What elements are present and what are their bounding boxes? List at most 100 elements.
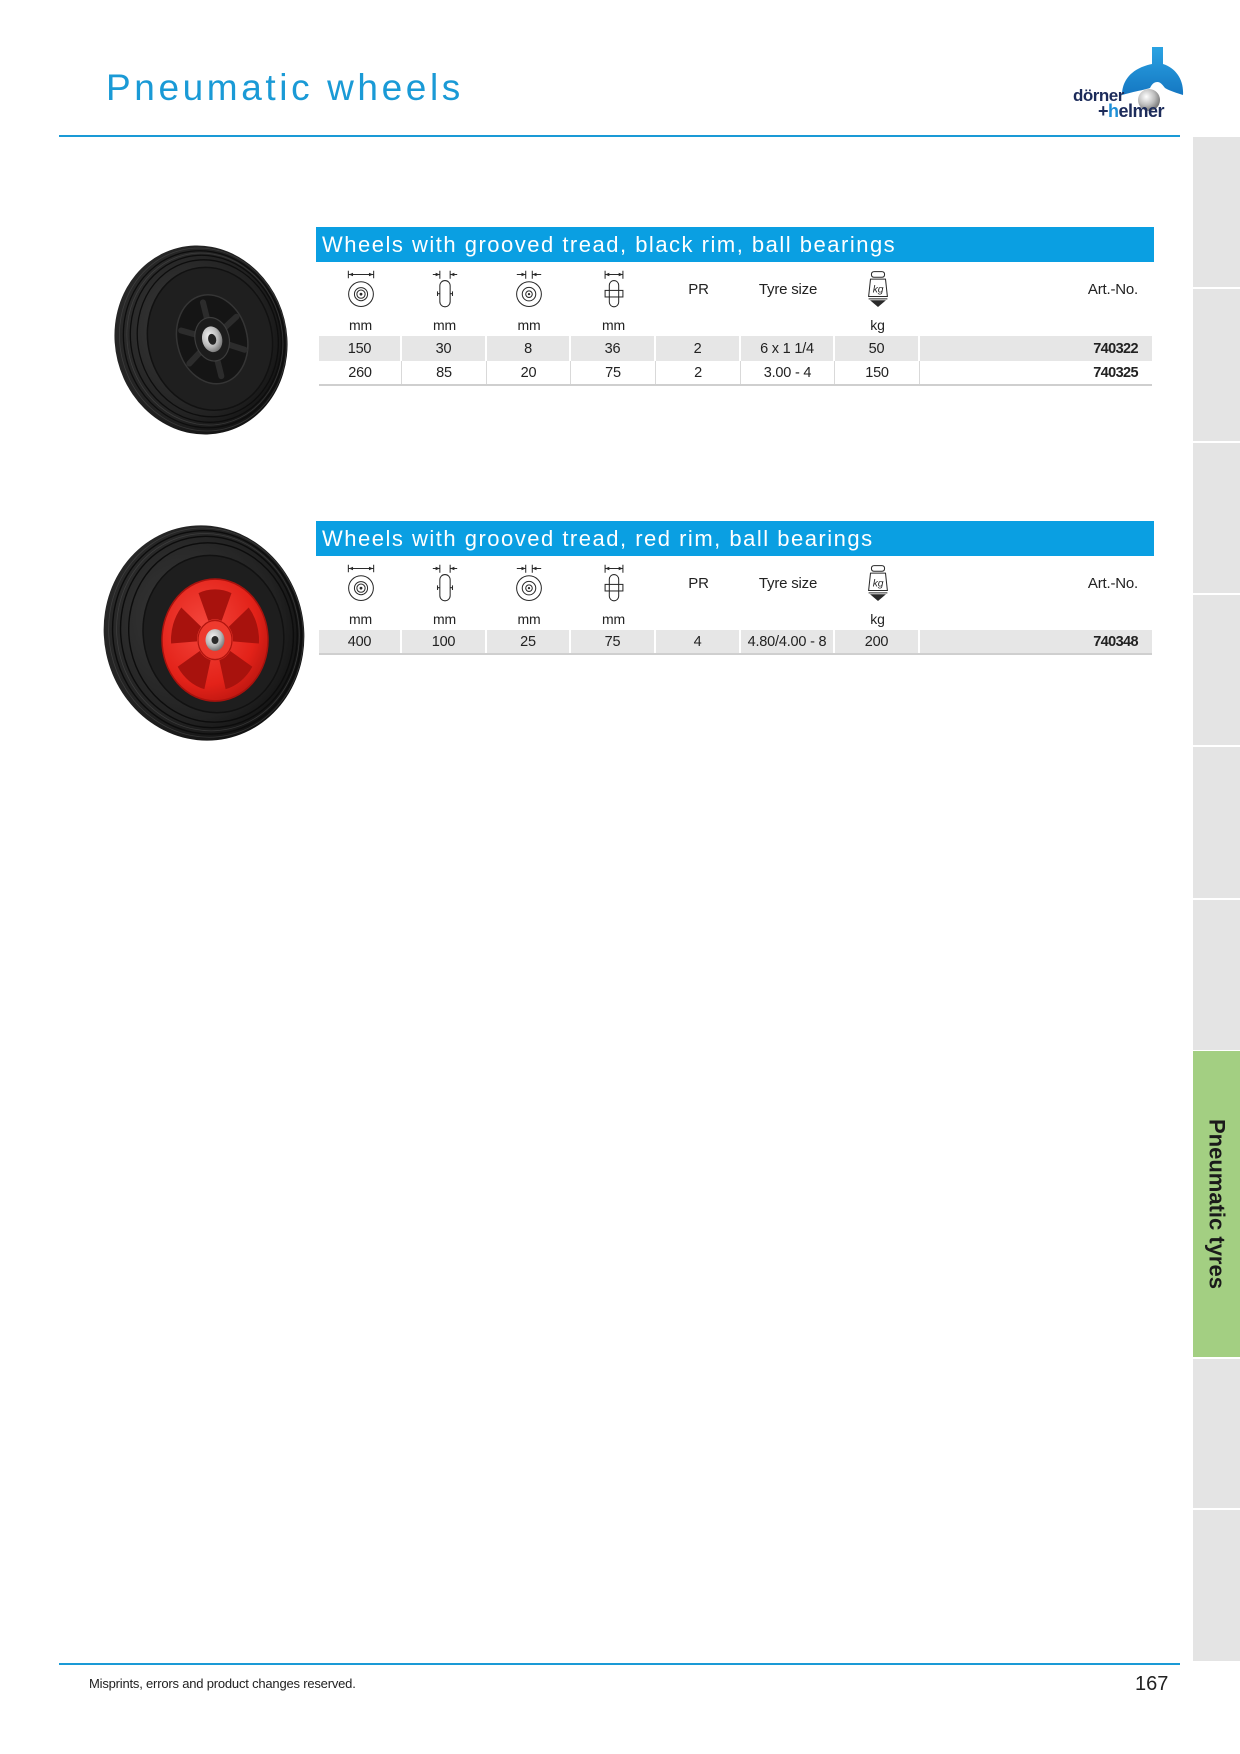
header-divider bbox=[59, 135, 1180, 137]
footer-divider bbox=[59, 1663, 1180, 1665]
unit-label: kg bbox=[870, 317, 885, 333]
wheel-width-icon bbox=[430, 270, 460, 308]
wheel-diameter-icon bbox=[346, 564, 376, 602]
table-header-row: PR Tyre size kg Art.-No. bbox=[319, 264, 1152, 314]
page-title: Pneumatic wheels bbox=[106, 67, 464, 108]
cell-tyre-size: 6 x 1 1/4 bbox=[741, 336, 835, 361]
logo-mark-icon bbox=[1122, 47, 1184, 111]
col-header-hub-length bbox=[571, 558, 656, 608]
logo-text-rest: elmer bbox=[1118, 101, 1165, 121]
table-row: 150 30 8 36 2 6 x 1 1/4 50 740322 bbox=[319, 336, 1152, 361]
cell-wheel-width: 85 bbox=[402, 361, 487, 384]
index-tab bbox=[1193, 900, 1240, 1050]
black-rim-wheel-image bbox=[114, 245, 288, 435]
col-header-bore-diameter bbox=[487, 558, 571, 608]
brand-logo: dörner +helmer bbox=[1070, 44, 1188, 126]
unit-empty bbox=[656, 608, 741, 630]
index-tab bbox=[1193, 443, 1240, 593]
cell-tyre-size: 4.80/4.00 - 8 bbox=[741, 630, 835, 653]
col-header-wheel-width bbox=[402, 558, 487, 608]
col-header-load-capacity: kg bbox=[835, 558, 920, 608]
cell-bore-diameter: 8 bbox=[487, 336, 571, 361]
col-header-wheel-diameter bbox=[319, 558, 402, 608]
col-header-article-number: Art.-No. bbox=[1087, 280, 1138, 298]
unit-label: mm bbox=[517, 317, 541, 333]
hub-length-icon bbox=[599, 564, 629, 602]
unit-empty bbox=[920, 314, 1152, 336]
spec-table-black-rim: PR Tyre size kg Art.-No. mm mm mm mm kg … bbox=[319, 264, 1152, 386]
table-row: 260 85 20 75 2 3.00 - 4 150 740325 bbox=[319, 361, 1152, 386]
cell-hub-length: 36 bbox=[571, 336, 656, 361]
index-tab bbox=[1193, 289, 1240, 441]
unit-empty bbox=[920, 608, 1152, 630]
section-title: Wheels with grooved tread, red rim, ball… bbox=[322, 526, 874, 551]
table-header-row: PR Tyre size kg Art.-No. bbox=[319, 558, 1152, 608]
cell-hub-length: 75 bbox=[571, 361, 656, 384]
cell-bore-diameter: 20 bbox=[487, 361, 571, 384]
spec-table-red-rim: PR Tyre size kg Art.-No. mm mm mm mm kg … bbox=[319, 558, 1152, 655]
load-weight-icon: kg bbox=[867, 271, 888, 308]
unit-label: mm bbox=[517, 611, 541, 627]
unit-label: kg bbox=[870, 611, 885, 627]
unit-label: mm bbox=[602, 317, 625, 333]
cell-wheel-diameter: 400 bbox=[319, 630, 402, 653]
index-tab bbox=[1193, 747, 1240, 898]
cell-wheel-diameter: 260 bbox=[319, 361, 402, 384]
unit-empty bbox=[656, 314, 741, 336]
cell-ply-rating: 2 bbox=[656, 361, 741, 384]
col-header-article-number: Art.-No. bbox=[1087, 574, 1138, 592]
col-header-ply-rating: PR bbox=[688, 574, 709, 592]
col-header-wheel-width bbox=[402, 264, 487, 314]
cell-tyre-size: 3.00 - 4 bbox=[741, 361, 835, 384]
cell-ply-rating: 4 bbox=[656, 630, 741, 653]
index-tab bbox=[1193, 1359, 1240, 1508]
logo-text-line2: +helmer bbox=[1098, 101, 1165, 121]
load-weight-icon: kg bbox=[867, 565, 888, 602]
wheel-width-icon bbox=[430, 564, 460, 602]
index-tab bbox=[1193, 595, 1240, 745]
unit-label: mm bbox=[349, 317, 372, 333]
cell-article-number: 740325 bbox=[1093, 364, 1138, 381]
cell-wheel-diameter: 150 bbox=[319, 336, 402, 361]
unit-empty bbox=[741, 608, 835, 630]
col-header-tyre-size: Tyre size bbox=[758, 574, 818, 592]
logo-accent-letter: h bbox=[1108, 101, 1119, 121]
cell-article-number: 740348 bbox=[1093, 633, 1138, 650]
table-units-row: mm mm mm mm kg bbox=[319, 608, 1152, 630]
unit-label: mm bbox=[349, 611, 372, 627]
logo-plus: + bbox=[1098, 101, 1109, 121]
cell-hub-length: 75 bbox=[571, 630, 656, 653]
logo-text-line1: dörner bbox=[1073, 86, 1124, 105]
wheel-diameter-icon bbox=[346, 270, 376, 308]
cell-load-capacity: 50 bbox=[835, 336, 920, 361]
col-header-hub-length bbox=[571, 264, 656, 314]
index-tab-pneumatic-tyres: Pneumatic tyres bbox=[1193, 1051, 1240, 1357]
col-header-tyre-size: Tyre size bbox=[758, 280, 818, 298]
index-tab bbox=[1193, 137, 1240, 287]
cell-ply-rating: 2 bbox=[656, 336, 741, 361]
unit-empty bbox=[741, 314, 835, 336]
section-header-black-rim: Wheels with grooved tread, black rim, ba… bbox=[316, 227, 1154, 262]
index-tab bbox=[1193, 1510, 1240, 1661]
col-header-load-capacity: kg bbox=[835, 264, 920, 314]
table-row: 400 100 25 75 4 4.80/4.00 - 8 200 740348 bbox=[319, 630, 1152, 655]
red-rim-wheel-image bbox=[103, 525, 305, 741]
hub-length-icon bbox=[599, 270, 629, 308]
cell-bore-diameter: 25 bbox=[487, 630, 571, 653]
bore-diameter-icon bbox=[514, 270, 544, 308]
section-title: Wheels with grooved tread, black rim, ba… bbox=[322, 232, 897, 257]
cell-load-capacity: 200 bbox=[835, 630, 920, 653]
footer-disclaimer: Misprints, errors and product changes re… bbox=[89, 1676, 356, 1691]
col-header-ply-rating: PR bbox=[688, 280, 709, 298]
cell-article-number: 740322 bbox=[1093, 340, 1138, 357]
col-header-bore-diameter bbox=[487, 264, 571, 314]
unit-label: mm bbox=[602, 611, 625, 627]
index-tab-label: Pneumatic tyres bbox=[1204, 1119, 1230, 1289]
cell-wheel-width: 30 bbox=[402, 336, 487, 361]
cell-load-capacity: 150 bbox=[835, 361, 920, 384]
section-header-red-rim: Wheels with grooved tread, red rim, ball… bbox=[316, 521, 1154, 556]
bore-diameter-icon bbox=[514, 564, 544, 602]
load-icon-text: kg bbox=[872, 578, 883, 589]
load-icon-text: kg bbox=[872, 284, 883, 295]
table-units-row: mm mm mm mm kg bbox=[319, 314, 1152, 336]
